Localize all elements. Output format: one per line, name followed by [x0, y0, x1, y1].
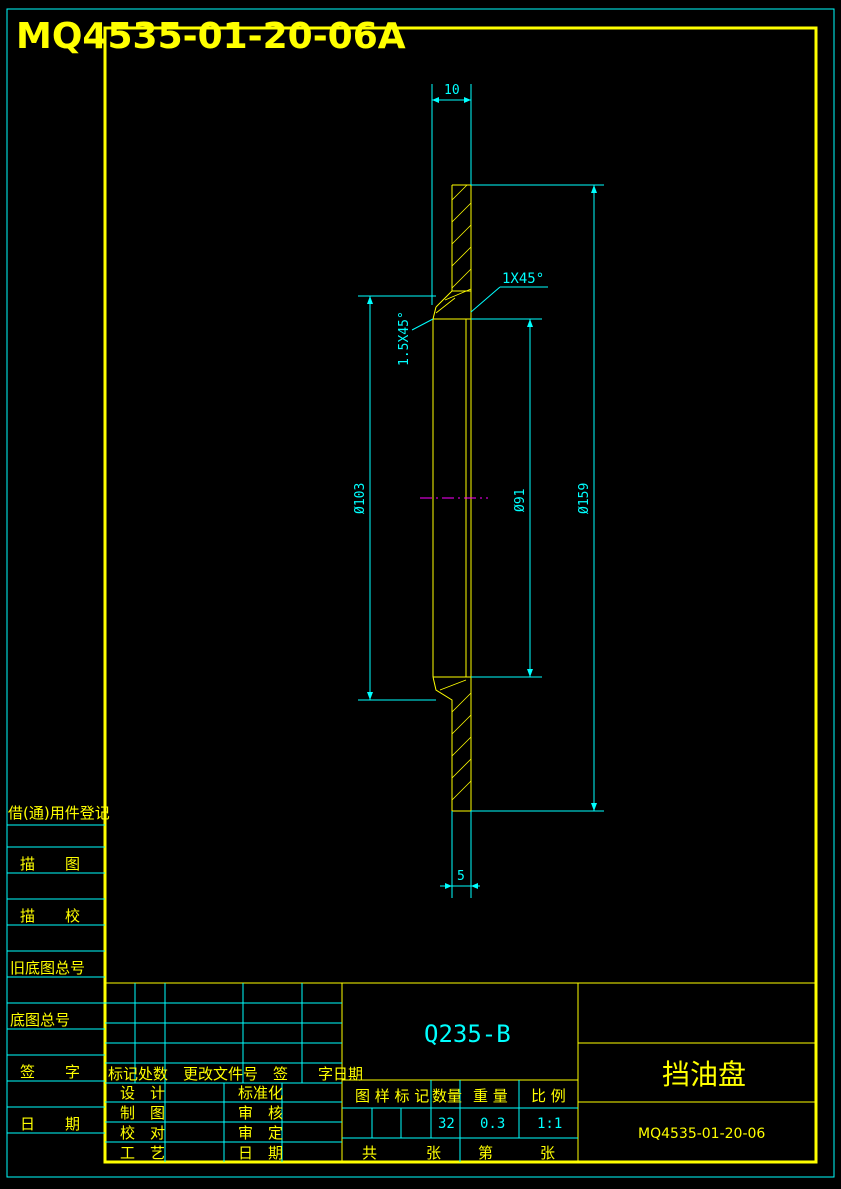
drawing-code-banner: MQ4535-01-20-06A [16, 16, 406, 57]
part-outline-top [435, 184, 472, 308]
dim-top-width: 10 [444, 83, 460, 98]
role-proofread: 校 对 [120, 1124, 165, 1142]
revision-header: 标记处数 更改文件号 签 字日期 [108, 1065, 363, 1083]
info-header-weight: 重 量 [473, 1087, 508, 1105]
title-block-grid [105, 982, 816, 1162]
side-item-base-number: 底图总号 [10, 1011, 70, 1029]
drawing-number: MQ4535-01-20-06 [638, 1126, 765, 1142]
side-item-date: 日 期 [20, 1115, 80, 1133]
info-header-quantity: 数量 [432, 1087, 462, 1105]
side-panel [7, 824, 105, 1134]
info-header-pattern-mark: 图 样 标 记 [355, 1087, 429, 1105]
dimension-arrows [367, 97, 597, 889]
section-hatching [435, 184, 472, 801]
side-item-register: 借(通)用件登记 [8, 804, 110, 822]
side-item-old-base-number: 旧底图总号 [10, 959, 85, 977]
dim-dia-91: Ø91 [513, 489, 528, 512]
sheet-total-label: 共 [362, 1144, 377, 1162]
sheet-index-label: 第 [478, 1144, 493, 1162]
role-drafting: 制 图 [120, 1104, 165, 1122]
role-design: 设 计 [120, 1084, 165, 1102]
side-item-trace-check: 描 校 [20, 907, 80, 925]
role-standardization: 标准化 [238, 1084, 283, 1102]
role-review: 审 核 [238, 1104, 283, 1122]
part-name: 挡油盘 [662, 1058, 746, 1091]
role-process: 工 艺 [120, 1144, 165, 1162]
info-header-scale: 比 例 [531, 1087, 566, 1105]
material: Q235-B [424, 1020, 511, 1048]
role-approve: 审 定 [238, 1124, 283, 1142]
dim-bottom-width: 5 [457, 869, 465, 884]
weight-value: 0.3 [480, 1116, 505, 1132]
dim-dia-103: Ø103 [353, 483, 368, 514]
quantity-value: 32 [438, 1116, 455, 1132]
outer-border [6, 8, 835, 1178]
role-date: 日 期 [238, 1144, 283, 1162]
sheet-total-unit: 张 [426, 1144, 441, 1162]
part-outline-bottom [432, 676, 472, 812]
sheet-index-unit: 张 [540, 1144, 555, 1162]
side-item-trace: 描 图 [20, 855, 80, 873]
side-item-signature: 签 字 [20, 1063, 80, 1081]
dim-chamfer-left: 1.5X45° [397, 311, 412, 366]
dim-chamfer-right: 1X45° [502, 271, 544, 287]
dim-dia-159: Ø159 [577, 483, 592, 514]
dimension-lines [358, 84, 604, 898]
scale-value: 1:1 [537, 1116, 562, 1132]
drawing-frame [103, 26, 818, 1164]
